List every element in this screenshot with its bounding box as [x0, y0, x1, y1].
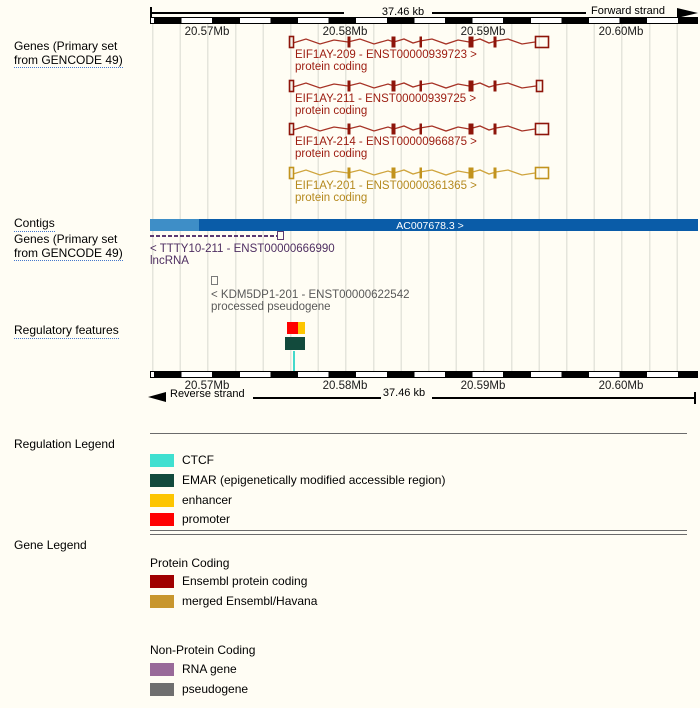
- track-label-line: from GENCODE 49): [14, 52, 123, 68]
- legend-label: promoter: [182, 512, 231, 526]
- regulatory-feature-promoter[interactable]: [287, 322, 298, 334]
- track-label-regulatory-features[interactable]: Regulatory features: [14, 323, 119, 339]
- legend-item-emar: EMAR (epigenetically modified accessible…: [150, 473, 445, 487]
- regulation-legend-title: Regulation Legend: [14, 437, 115, 451]
- pseudogene-color-swatch: [150, 682, 174, 696]
- transcript-label[interactable]: EIF1AY-211 - ENST00000939725 >: [295, 93, 477, 105]
- transcript-label[interactable]: < KDM5DP1-201 - ENST00000622542: [211, 289, 410, 301]
- legend-item-ctcf: CTCF: [150, 453, 214, 467]
- forward-strand-label: Forward strand: [591, 5, 665, 17]
- regulatory-feature-ctcf[interactable]: [293, 351, 295, 371]
- transcript-biotype: protein coding: [295, 192, 368, 204]
- contig-segment[interactable]: [150, 219, 199, 231]
- gene-legend-title: Gene Legend: [14, 538, 87, 552]
- track-label-genes-reverse[interactable]: Genes (Primary set from GENCODE 49): [14, 232, 123, 261]
- ruler-line: [253, 397, 381, 399]
- track-label-line: Contigs: [14, 216, 55, 232]
- coord-label: 20.60Mb: [598, 380, 644, 392]
- coord-label: 20.59Mb: [460, 26, 506, 38]
- transcript-label[interactable]: EIF1AY-201 - ENST00000361365 >: [295, 180, 477, 192]
- track-label-genes-forward[interactable]: Genes (Primary set from GENCODE 49): [14, 39, 123, 68]
- track-label-line: Genes (Primary set: [14, 232, 118, 246]
- scale-length-label: 37.46 kb: [381, 6, 425, 18]
- top-scalebar: [150, 17, 698, 24]
- transcript-glyph-eif1ay-201[interactable]: [0, 165, 700, 181]
- coord-label: 20.58Mb: [322, 380, 368, 392]
- transcript-label[interactable]: EIF1AY-209 - ENST00000939723 >: [295, 49, 477, 61]
- enhancer-color-swatch: [150, 493, 174, 507]
- ruler-line: [432, 12, 586, 14]
- track-label-line: from GENCODE 49): [14, 245, 123, 261]
- coord-label: 20.59Mb: [460, 380, 506, 392]
- transcript-exon-box[interactable]: [277, 231, 284, 240]
- promoter-color-swatch: [150, 512, 174, 526]
- coord-label: 20.60Mb: [598, 26, 644, 38]
- transcript-biotype: protein coding: [295, 148, 368, 160]
- legend-item-rna-gene: RNA gene: [150, 662, 237, 676]
- coord-label: 20.57Mb: [184, 380, 230, 392]
- scale-length-label: 37.46 kb: [382, 387, 426, 399]
- regulatory-feature-enhancer[interactable]: [298, 322, 305, 334]
- transcript-glyph-eif1ay-214[interactable]: [0, 121, 700, 137]
- divider: [150, 433, 687, 434]
- transcript-glyph-eif1ay-211[interactable]: [0, 78, 700, 94]
- gene-legend-section-heading: Protein Coding: [150, 556, 230, 570]
- rna-gene-color-swatch: [150, 662, 174, 676]
- transcript-exon-box[interactable]: [211, 276, 218, 285]
- legend-label: RNA gene: [182, 662, 237, 676]
- contig-name: AC007678.3 >: [396, 220, 464, 232]
- transcript-biotype: lncRNA: [150, 255, 189, 267]
- ctcf-color-swatch: [150, 453, 174, 467]
- transcript-label[interactable]: < TTTY10-211 - ENST00000666990: [150, 243, 335, 255]
- emar-color-swatch: [150, 473, 174, 487]
- divider: [150, 534, 687, 535]
- transcript-biotype: protein coding: [295, 105, 368, 117]
- track-label-line: Regulatory features: [14, 323, 119, 339]
- transcript-glyph-ttty10-211[interactable]: [150, 235, 277, 237]
- legend-label: enhancer: [182, 493, 233, 507]
- track-label-line: Genes (Primary set: [14, 39, 118, 53]
- contig-segment[interactable]: [199, 219, 698, 231]
- track-label-contigs[interactable]: Contigs: [14, 216, 55, 232]
- contig-bar[interactable]: [150, 219, 698, 231]
- legend-label: CTCF: [182, 453, 214, 467]
- ruler-line: [432, 397, 694, 399]
- legend-item-pseudogene: pseudogene: [150, 682, 248, 696]
- ensembl-protein-coding-color-swatch: [150, 574, 174, 588]
- legend-label: Ensembl protein coding: [182, 574, 308, 588]
- reverse-strand-arrow-icon: [148, 392, 166, 402]
- gridlines: [152, 24, 698, 371]
- forward-strand-arrow-icon: [677, 8, 698, 18]
- legend-item-enhancer: enhancer: [150, 493, 232, 507]
- regulatory-feature-emar[interactable]: [285, 337, 305, 350]
- coord-label: 20.58Mb: [322, 26, 368, 38]
- legend-label: merged Ensembl/Havana: [182, 594, 318, 608]
- transcript-glyph-eif1ay-209[interactable]: [0, 34, 700, 50]
- ruler-right-tick: [694, 392, 696, 404]
- legend-item-promoter: promoter: [150, 512, 230, 526]
- bottom-scalebar: [150, 371, 698, 378]
- gene-legend-section-heading: Non-Protein Coding: [150, 643, 256, 657]
- legend-item-ensembl-protein-coding: Ensembl protein coding: [150, 574, 307, 588]
- legend-label: pseudogene: [182, 682, 249, 696]
- reverse-strand-label: Reverse strand: [170, 388, 245, 400]
- transcript-biotype: processed pseudogene: [211, 301, 331, 313]
- legend-item-merged-ensembl-havana: merged Ensembl/Havana: [150, 594, 317, 608]
- transcript-label[interactable]: EIF1AY-214 - ENST00000966875 >: [295, 136, 477, 148]
- transcript-biotype: protein coding: [295, 61, 368, 73]
- legend-label: EMAR (epigenetically modified accessible…: [182, 473, 446, 487]
- ruler-line: [150, 12, 344, 14]
- divider: [150, 530, 687, 531]
- coord-label: 20.57Mb: [184, 26, 230, 38]
- merged-ensembl-havana-color-swatch: [150, 594, 174, 608]
